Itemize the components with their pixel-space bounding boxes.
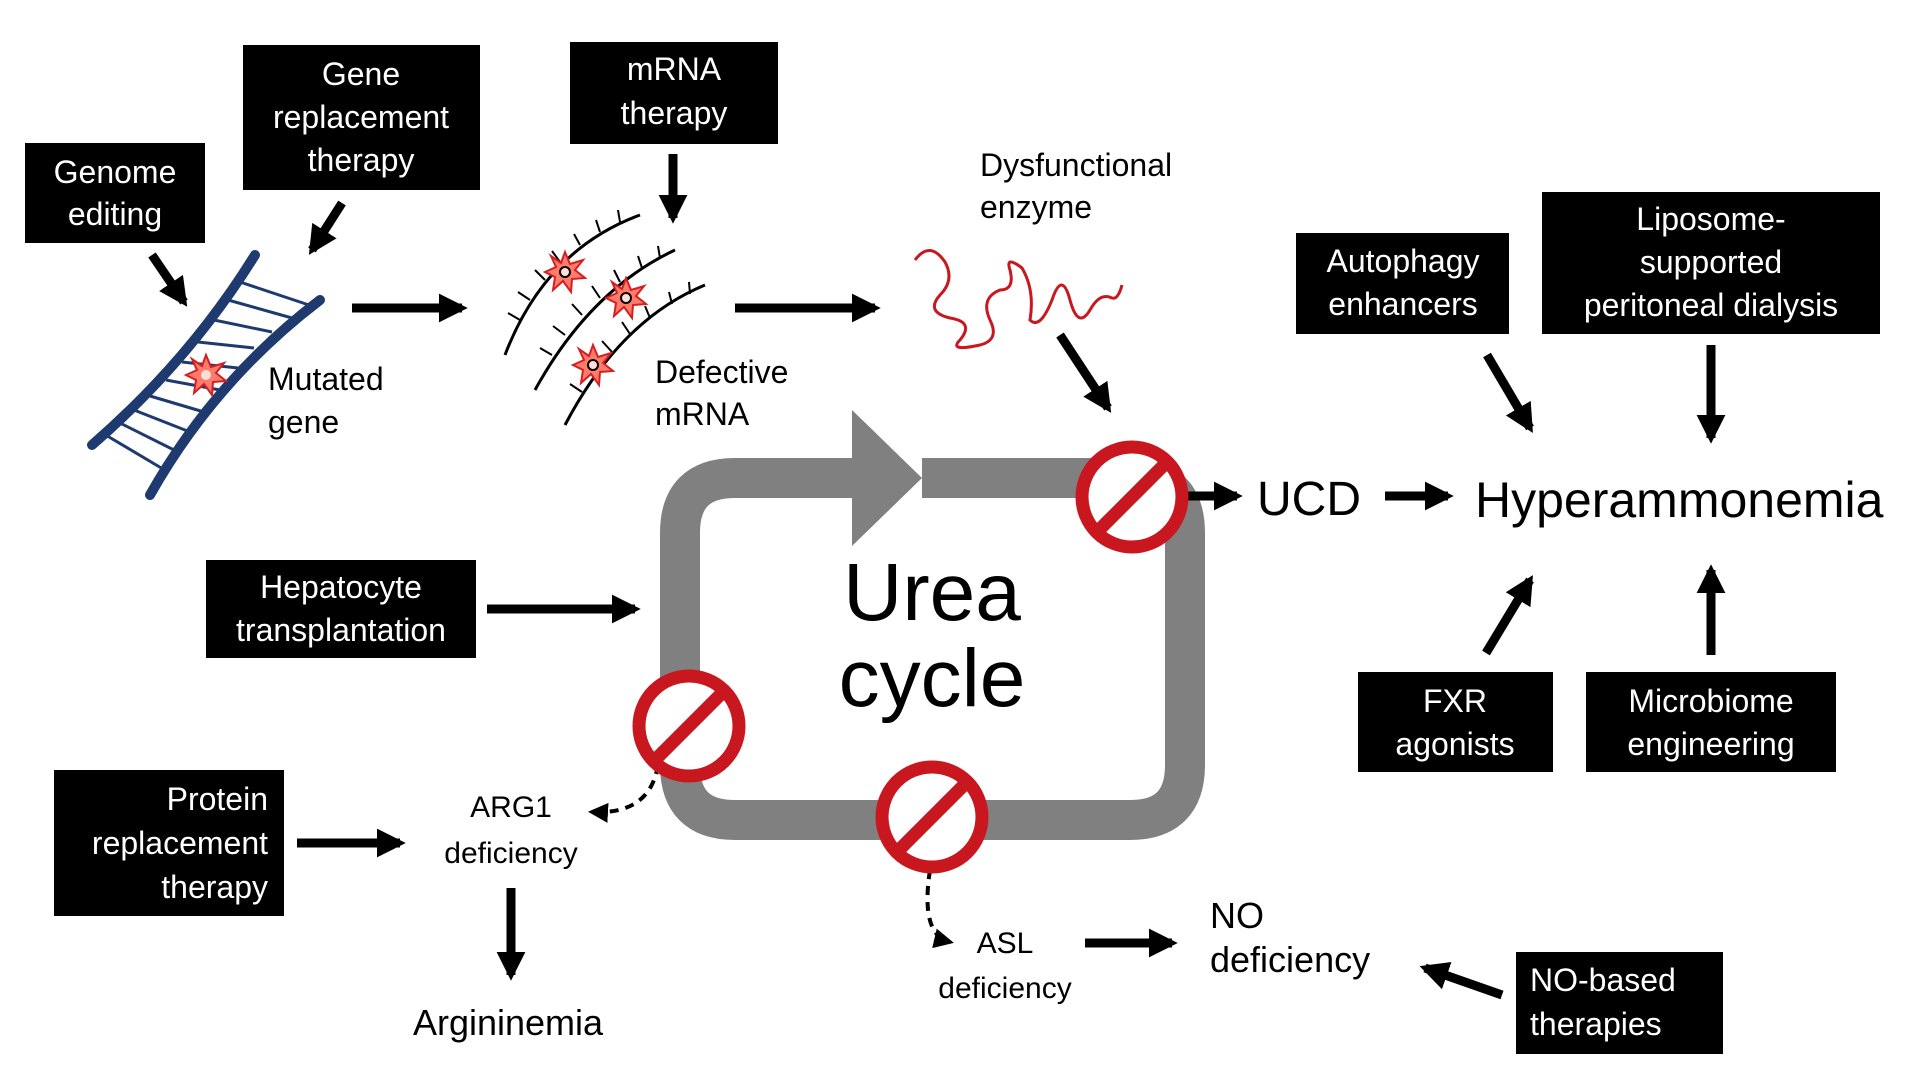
svg-text:Gene: Gene [322, 56, 400, 92]
svg-text:peritoneal dialysis: peritoneal dialysis [1584, 287, 1838, 323]
svg-text:FXR: FXR [1423, 683, 1487, 719]
svg-text:therapy: therapy [161, 869, 268, 905]
svg-text:Protein: Protein [167, 781, 268, 817]
defective-mrna-label: Defective [655, 354, 788, 390]
svg-text:therapy: therapy [308, 142, 415, 178]
mrna-therapy-box: mRNA therapy [570, 42, 778, 144]
svg-text:Microbiome: Microbiome [1628, 683, 1793, 719]
autophagy-enhancers-box: Autophagy enhancers [1296, 233, 1509, 334]
arrow-fxr [1482, 575, 1534, 656]
arrow-no-based [1419, 962, 1504, 1000]
svg-text:transplantation: transplantation [236, 612, 446, 648]
svg-text:replacement: replacement [273, 99, 449, 135]
urea-cycle-label-line1: Urea [843, 547, 1021, 638]
arrows [148, 154, 1726, 1000]
svg-text:agonists: agonists [1395, 726, 1514, 762]
enzyme-squiggle-icon [913, 249, 1124, 350]
svg-text:therapy: therapy [621, 95, 728, 131]
mutation-star-icon [544, 251, 586, 293]
microbiome-engineering-box: Microbiome engineering [1586, 672, 1836, 772]
svg-text:therapies: therapies [1530, 1006, 1662, 1042]
dysfunctional-enzyme-label: Dysfunctional [980, 147, 1172, 183]
hyperammonemia-label: Hyperammonemia [1475, 472, 1884, 528]
mutated-gene-label: Mutated [268, 361, 384, 397]
arg1-deficiency-label: ARG1 [470, 791, 552, 824]
fxr-agonists-box: FXR agonists [1358, 672, 1553, 772]
svg-text:Hepatocyte: Hepatocyte [260, 569, 422, 605]
hepatocyte-transplantation-box: Hepatocyte transplantation [206, 560, 476, 658]
ucd-label: UCD [1257, 473, 1361, 526]
asl-deficiency-label: ASL [977, 927, 1034, 960]
no-deficiency-label-line2: deficiency [1210, 939, 1370, 980]
svg-text:Liposome-: Liposome- [1636, 201, 1785, 237]
argininemia-label: Argininemia [413, 1002, 604, 1043]
dashed-arrow-to-asl [925, 869, 954, 949]
svg-text:replacement: replacement [92, 825, 268, 861]
defective-mrna-label-line2: mRNA [655, 396, 750, 432]
arrow-autophagy [1483, 352, 1534, 433]
svg-text:NO-based: NO-based [1530, 962, 1676, 998]
liposome-dialysis-box: Liposome- supported peritoneal dialysis [1542, 192, 1880, 334]
dna-helix-icon [87, 250, 325, 500]
svg-text:enhancers: enhancers [1328, 286, 1477, 322]
arrow-gene-replacement [308, 200, 346, 255]
mrna-strands-icon [503, 209, 706, 426]
arg1-deficiency-label-line2: deficiency [444, 837, 577, 870]
block-sign-icon [639, 676, 739, 776]
asl-deficiency-label-line2: deficiency [938, 972, 1071, 1005]
svg-text:supported: supported [1640, 244, 1782, 280]
svg-text:engineering: engineering [1627, 726, 1794, 762]
block-sign-icon [882, 767, 982, 867]
no-based-therapies-box: NO-based therapies [1516, 952, 1723, 1054]
arrow-genome-editing [148, 252, 188, 307]
svg-text:mRNA: mRNA [627, 51, 722, 87]
svg-text:Genome: Genome [54, 154, 177, 190]
protein-replacement-therapy-box: Protein replacement therapy [54, 770, 284, 916]
no-deficiency-label: NO [1210, 895, 1264, 936]
arrow-enzyme-to-block [1056, 332, 1112, 413]
dysfunctional-enzyme-label-line2: enzyme [980, 189, 1092, 225]
mutation-star-icon [605, 277, 647, 319]
mutated-gene-label-line2: gene [268, 404, 339, 440]
gene-replacement-therapy-box: Gene replacement therapy [243, 45, 480, 190]
urea-cycle-label-line2: cycle [839, 633, 1026, 724]
svg-text:Autophagy: Autophagy [1326, 243, 1479, 279]
svg-text:editing: editing [68, 196, 162, 232]
block-sign-icon [1082, 447, 1182, 547]
dashed-arrow-to-arg1 [588, 764, 660, 823]
cycle-direction-arrow [852, 410, 922, 546]
genome-editing-box: Genome editing [25, 143, 205, 243]
